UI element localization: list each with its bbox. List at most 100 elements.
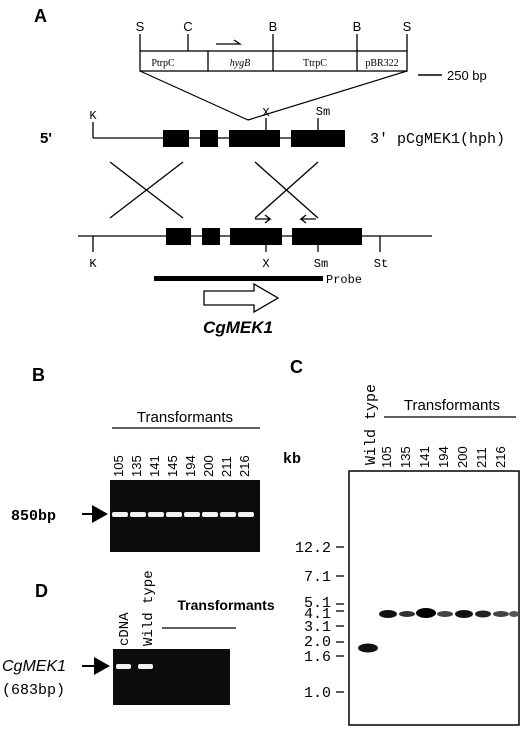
exon-block [163, 130, 189, 147]
blot-band [416, 608, 436, 618]
site-label-c: C [183, 19, 192, 34]
lane-label: 194 [436, 446, 451, 468]
gel-band [184, 512, 200, 517]
cassette-map: S C B B S PtrpC hygB TtrpC pBR322 250 bp [136, 19, 487, 83]
exon-block [229, 130, 280, 147]
marker-label: 2.0 [304, 634, 331, 651]
product-size-label: (683bp) [2, 682, 65, 699]
blot-band [399, 611, 415, 617]
primer-forward-arrow [255, 214, 272, 224]
scale-label: 250 bp [447, 68, 487, 83]
construct-name: 3' pCgMEK1(hph) [370, 131, 505, 148]
site-label-k: K [89, 257, 97, 271]
segment-pbr322: pBR322 [365, 58, 398, 69]
site-label-s: S [403, 19, 412, 34]
primer-reverse-arrow [299, 214, 316, 224]
lane-label: 135 [398, 446, 413, 468]
wild-type-label: Wild type [363, 384, 380, 465]
panel-c-header: Transformants [404, 397, 500, 414]
exon-block [166, 228, 191, 245]
band-arrow-head [92, 505, 108, 523]
exon-block [292, 228, 362, 245]
gene-arrow [203, 282, 280, 314]
gel-band-cdna [116, 664, 131, 669]
band-arrow-head [94, 657, 110, 675]
exon-block [202, 228, 220, 245]
gel-band [202, 512, 218, 517]
site-label-k: K [89, 109, 97, 123]
gel-band [130, 512, 146, 517]
lane-label-wild-type: Wild type [141, 570, 157, 646]
kb-unit-label: kb [283, 451, 301, 468]
gel-band [238, 512, 254, 517]
insertion-line [139, 70, 249, 121]
lane-label: 145 [165, 455, 180, 477]
blot-band [455, 610, 473, 618]
panel-b-header: Transformants [137, 409, 233, 426]
lane-label-cdna: cDNA [117, 612, 133, 646]
segment-ptrpc: PtrpC [151, 58, 175, 69]
panel-d-header: Transformants [177, 597, 274, 613]
five-prime-label: 5' [40, 130, 52, 147]
marker-label: 3.1 [304, 619, 331, 636]
lane-label: 135 [129, 455, 144, 477]
blot-frame [348, 470, 520, 726]
site-label-b: B [269, 19, 278, 34]
panel-b-label: B [32, 365, 45, 385]
lane-label: 216 [493, 446, 508, 468]
gel-band [148, 512, 164, 517]
gel-band [220, 512, 236, 517]
gel-d-background [113, 649, 230, 705]
gel-band [112, 512, 128, 517]
marker-label: 5.1 [304, 595, 331, 612]
blot-band [509, 611, 519, 617]
genomic-map: K X Sm St Probe CgMEK1 [78, 214, 432, 337]
probe-bar [154, 276, 323, 281]
lane-label: 216 [237, 455, 252, 477]
site-label-x: X [262, 106, 269, 120]
panel-d-label: D [35, 581, 48, 601]
exon-block [291, 130, 345, 147]
blot-band [379, 610, 397, 618]
lane-label: 211 [474, 447, 489, 468]
marker-label: 12.2 [295, 540, 331, 557]
panel-c-label: C [290, 357, 303, 377]
crossover-line [109, 161, 184, 219]
segment-hygb: hygB [230, 58, 251, 69]
site-label-sm: Sm [314, 257, 328, 271]
construct-map: 5' K X Sm 3' pCgMEK1(hph) [40, 105, 505, 148]
lane-label: 194 [183, 455, 198, 477]
site-label-s: S [136, 19, 145, 34]
blot-c: 12.2 7.1 5.1 4.1 3.1 2.0 1.6 1.0 [295, 470, 520, 726]
lane-label: 141 [417, 446, 432, 468]
marker-label: 7.1 [304, 569, 331, 586]
blot-band-wild-type [358, 643, 378, 653]
gel-band [166, 512, 182, 517]
blot-band [493, 611, 509, 617]
exon-block [200, 130, 218, 147]
insertion-line [247, 70, 408, 121]
hygb-direction-arrow [216, 39, 243, 45]
site-label-st: St [374, 257, 388, 271]
marker-label: 4.1 [304, 606, 331, 623]
blot-band [475, 610, 491, 618]
probe-label: Probe [326, 273, 362, 287]
lane-label: 200 [201, 455, 216, 477]
site-label-b: B [353, 19, 362, 34]
band-size-label: 850bp [11, 508, 56, 525]
marker-label: 1.6 [304, 649, 331, 666]
crossover-line [254, 161, 319, 219]
panel-c-lane-labels: 105 135 141 194 200 211 216 [379, 446, 508, 468]
lane-label: 211 [219, 456, 234, 477]
panel-a-label: A [34, 6, 47, 26]
lane-label: 105 [111, 455, 126, 477]
gel-d [113, 649, 230, 705]
lane-label: 200 [455, 446, 470, 468]
blot-band [437, 611, 453, 617]
exon-block [230, 228, 282, 245]
site-label-x: X [262, 257, 269, 271]
gel-band-wild-type [138, 664, 153, 669]
marker-label: 1.0 [304, 685, 331, 702]
